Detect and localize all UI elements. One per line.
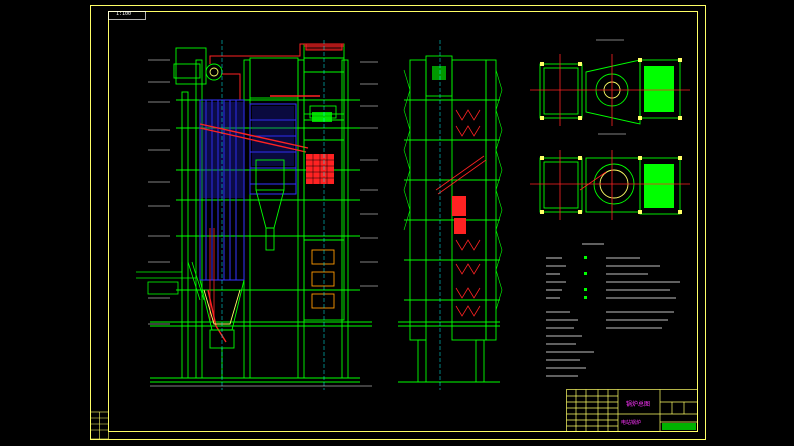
note-markers — [584, 256, 587, 299]
plan-view-top — [530, 39, 690, 126]
boiler-elevation — [136, 40, 378, 390]
inner-frame — [108, 11, 698, 432]
title-block — [566, 389, 698, 432]
technical-notes — [546, 243, 680, 377]
binding-strip — [90, 411, 109, 440]
title-block-subtitle: 电站锅炉 — [621, 420, 642, 426]
outer-frame — [90, 5, 706, 440]
side-elevation — [398, 40, 503, 390]
title-block-title: 锅炉总图 — [626, 401, 651, 408]
frame-tag-box — [108, 11, 146, 20]
plan-view-middle — [530, 133, 690, 220]
frame-tag: 1:100 — [116, 11, 132, 17]
